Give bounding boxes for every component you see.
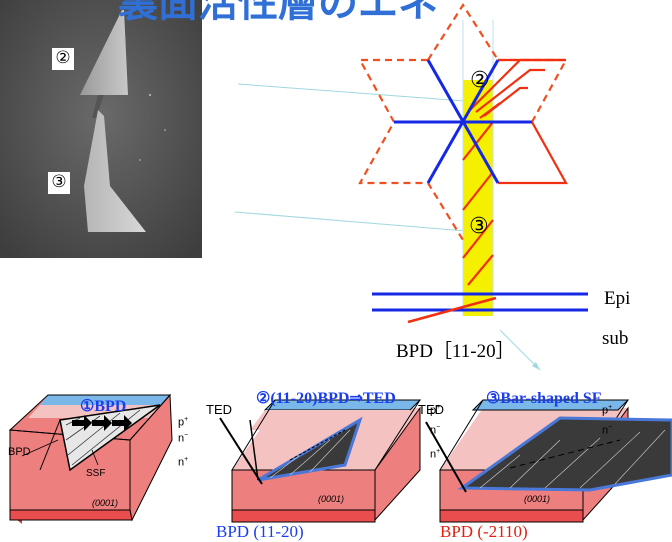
panel-1-title: ①BPD [80, 398, 127, 415]
micrograph-photo: ② ③ [0, 0, 202, 258]
dashed-star [358, 2, 568, 241]
diagram-label-2: ② [470, 68, 490, 93]
panel-1-block [8, 393, 173, 524]
panel-3-title: ③Bar-shaped SF [486, 390, 602, 407]
photo-label-2: ② [52, 48, 74, 70]
panel-2-plane-label: (0001) [318, 494, 345, 504]
panel-3-block [439, 399, 672, 523]
micrograph-image [0, 0, 202, 258]
panel-3-plane-label: (0001) [524, 494, 551, 504]
connector-arrow [499, 329, 541, 371]
solid-red-star-part [462, 58, 568, 286]
panel-1-p-label: p+ [178, 416, 189, 429]
page-title: 裏面活性層のエネ [118, 0, 438, 25]
diagram-label-3: ③ [469, 214, 489, 239]
bpd-direction-label: BPD［11-20］ [396, 341, 515, 362]
panel-2-block [231, 399, 422, 523]
panel-1-n-minus-label: n− [178, 432, 189, 445]
panel-1-plane-label: (0001) [92, 498, 119, 508]
panel-2-ted-label: TED [206, 402, 232, 417]
panel-3-ted-pointer [425, 421, 467, 493]
connector-arrowhead [532, 362, 540, 370]
photo-label-3: ③ [48, 172, 70, 194]
bpd-red-line [407, 296, 497, 324]
panel-2-ted-pointer [219, 417, 263, 485]
blue-star-arms [394, 59, 532, 184]
panel-2-caption: BPD (11-20) [216, 522, 304, 541]
panel-2-title: ②(11-20)BPD⇒TED [256, 390, 396, 407]
sub-label: sub [602, 328, 629, 349]
panel-3-p-label: p+ [602, 404, 613, 417]
connector-line-2 [237, 83, 479, 103]
panel-3-caption: BPD (-2110) [440, 522, 528, 541]
panel-1-ssf-label: SSF [86, 468, 106, 479]
panel-1-bpd-label: BPD [8, 446, 31, 458]
panel-2-n-plus-label: n+ [430, 448, 441, 461]
panel-3-n-minus-label: n− [602, 424, 613, 437]
panel-2-n-minus-label: n− [430, 424, 441, 437]
connector-line-3 [234, 211, 479, 233]
panel-1-n-plus-label: n+ [178, 456, 189, 469]
epi-label: Epi [604, 288, 631, 309]
yellow-band [463, 80, 493, 316]
panel-2-p-label: p+ [430, 404, 441, 417]
panel-3-ted-label: TED [418, 402, 444, 417]
